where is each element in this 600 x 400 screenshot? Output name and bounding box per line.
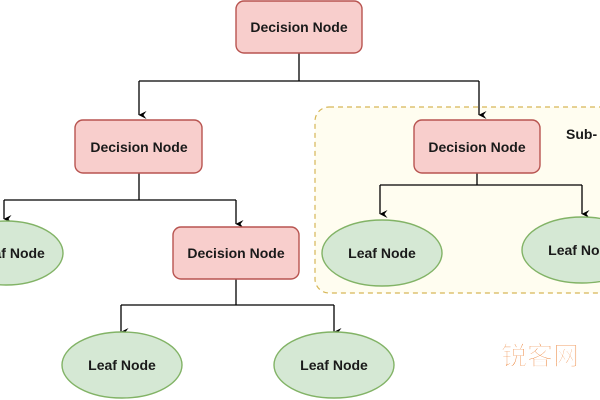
leaf-node-sub-left: Leaf Node <box>321 219 443 287</box>
edge-root-branch <box>139 53 479 82</box>
leaf-node-sub-right: Leaf Node <box>521 216 600 284</box>
leaf-node-left-label: Leaf Node <box>0 245 45 261</box>
decision-node-mid: Decision Node <box>172 226 300 280</box>
edge-right-branch <box>380 173 582 186</box>
watermark-text: 锐客网 <box>501 341 579 372</box>
leaf-node-sub-left-label: Leaf Node <box>348 245 416 261</box>
decision-node-left-label: Decision Node <box>90 139 187 155</box>
leaf-node-bottom-left: Leaf Node <box>61 331 183 399</box>
leaf-node-bottom-right-label: Leaf Node <box>300 357 368 373</box>
decision-node-right-label: Decision Node <box>428 139 525 155</box>
watermark-logo: 锐客网 <box>501 341 580 373</box>
edge-mid-branch <box>121 279 334 306</box>
subtree-label: Sub- <box>566 126 597 142</box>
decision-node-root: Decision Node <box>235 0 363 54</box>
decision-node-right: Decision Node <box>413 119 541 174</box>
decision-node-root-label: Decision Node <box>250 19 347 35</box>
leaf-node-bottom-right: Leaf Node <box>273 331 395 399</box>
leaf-node-left: Leaf Node <box>0 220 64 286</box>
decision-node-mid-label: Decision Node <box>187 245 284 261</box>
decision-node-left: Decision Node <box>74 119 203 174</box>
leaf-node-sub-right-label: Leaf Node <box>548 242 600 258</box>
leaf-node-bottom-left-label: Leaf Node <box>88 357 156 373</box>
edge-left-branch <box>4 173 236 201</box>
edges <box>3 53 590 336</box>
